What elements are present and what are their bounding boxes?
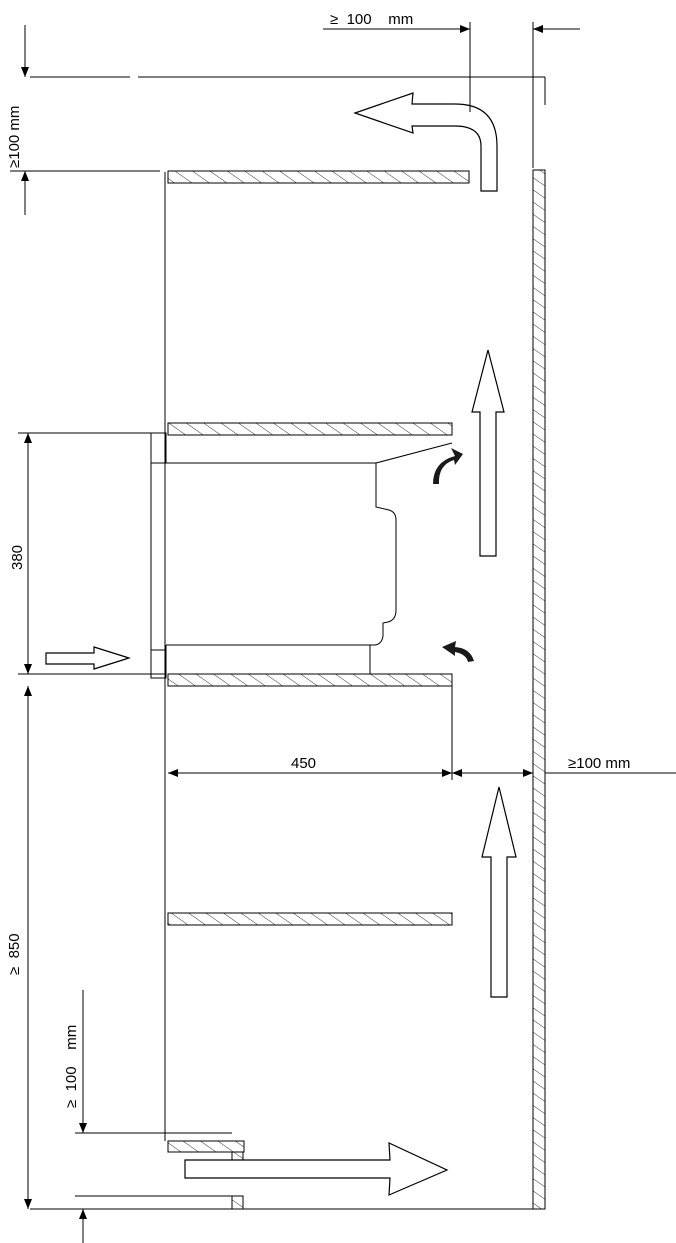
dimension-labels: ≥ 100 mm ≥100 mm 380 450 ≥100 mm ≥ 850 ≥… — [6, 11, 630, 1108]
airflow-up-arrow-upper — [471, 349, 505, 557]
bottom-gap-label: ≥ 100 mm — [63, 1025, 80, 1108]
intake-arrow — [184, 1142, 449, 1196]
upper-shelf — [167, 422, 453, 436]
oven — [150, 432, 453, 679]
floor-height-label: ≥ 850 — [6, 933, 23, 975]
plinth-foot — [231, 1195, 244, 1210]
side-depth-label: 450 — [291, 755, 316, 772]
dimension-lines — [10, 22, 676, 1243]
top-left-gap-label: ≥100 mm — [6, 106, 23, 168]
vent-in-arrow — [442, 641, 474, 662]
middle-shelf — [167, 912, 453, 926]
cabinet-structure — [30, 76, 546, 1210]
plinth-panel — [167, 1140, 245, 1153]
hatched-panels — [167, 169, 546, 1210]
lower-shelf — [167, 673, 453, 687]
rear-gap-label: ≥100 mm — [568, 755, 630, 772]
airflow-up-arrow-lower — [481, 786, 517, 998]
vent-out-arrow — [433, 448, 463, 484]
airflow-arrows — [45, 92, 517, 1196]
rear-wall — [532, 169, 546, 1210]
oven-height-label: 380 — [9, 545, 26, 570]
exhaust-curved-arrow — [353, 92, 498, 192]
top-panel — [167, 170, 470, 184]
inlet-arrow — [45, 646, 132, 670]
top-gap-label: ≥ 100 mm — [330, 11, 413, 28]
